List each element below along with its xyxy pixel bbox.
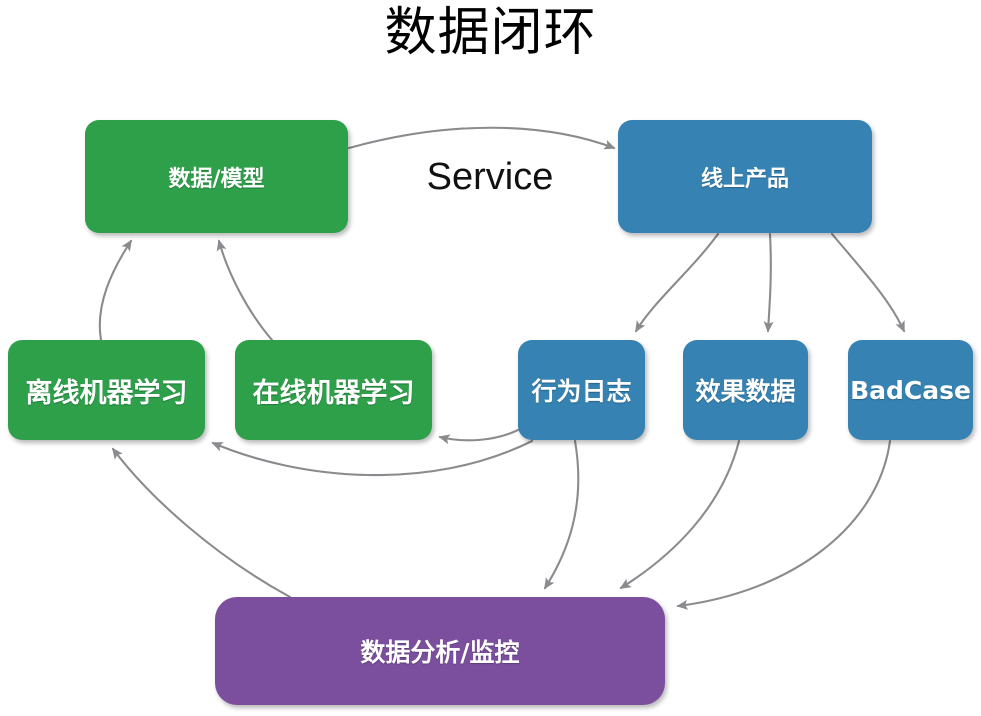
edge-effect-data-to-analytics — [619, 439, 741, 590]
edge-online-product-to-badcase — [830, 232, 906, 333]
edge-behavior-log-to-offline-ml — [211, 439, 534, 477]
edge-offline-ml-to-data-model — [98, 239, 133, 342]
edge-badcase-to-analytics — [676, 439, 892, 610]
edge-behavior-log-to-online-ml — [438, 428, 520, 445]
edge-analytics-to-offline-ml — [111, 447, 292, 599]
edge-data-model-to-online-product — [347, 126, 616, 150]
node-online-ml[interactable]: 在线机器学习 — [235, 340, 432, 440]
edge-behavior-log-to-analytics — [543, 439, 580, 590]
node-behavior-log[interactable]: 行为日志 — [518, 340, 645, 440]
page-title: 数据闭环 — [384, 3, 597, 63]
node-badcase[interactable]: BadCase — [848, 340, 973, 440]
node-label-effect-data: 效果数据 — [695, 377, 796, 406]
node-online-product[interactable]: 线上产品 — [618, 120, 872, 233]
node-label-badcase: BadCase — [850, 375, 971, 405]
node-label-analytics: 数据分析/监控 — [360, 638, 520, 667]
edge-online-ml-to-data-model — [216, 239, 274, 342]
edge-online-product-to-effect-data — [763, 232, 774, 333]
node-label-behavior-log: 行为日志 — [531, 377, 632, 406]
node-offline-ml[interactable]: 离线机器学习 — [8, 340, 205, 440]
edge-label-service: Service — [426, 156, 554, 198]
edge-online-product-to-behavior-log — [634, 232, 720, 333]
node-label-online-ml: 在线机器学习 — [252, 377, 415, 409]
node-data-model[interactable]: 数据/模型 — [85, 120, 348, 233]
node-label-offline-ml: 离线机器学习 — [25, 377, 188, 409]
node-effect-data[interactable]: 效果数据 — [683, 340, 808, 440]
node-analytics[interactable]: 数据分析/监控 — [215, 597, 665, 705]
node-label-online-product: 线上产品 — [700, 166, 789, 192]
node-label-data-model: 数据/模型 — [168, 166, 265, 192]
